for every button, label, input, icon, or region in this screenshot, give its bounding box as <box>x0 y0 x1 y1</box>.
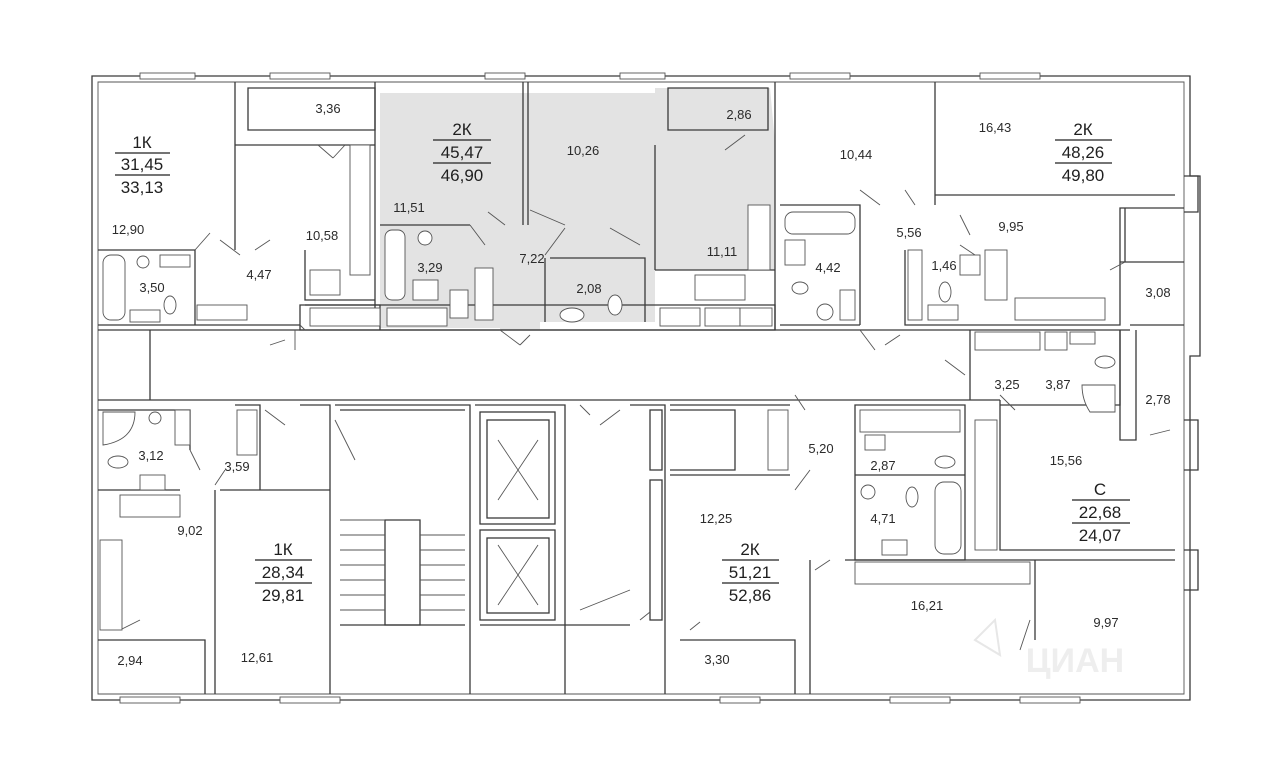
room-area-labels: 3,36 12,90 3,50 4,47 10,58 11,51 10,26 2… <box>112 101 1171 668</box>
room-area: 5,20 <box>808 441 833 456</box>
room-area: 11,51 <box>393 200 425 215</box>
room-area: 12,61 <box>241 650 274 665</box>
room-area: 9,02 <box>177 523 202 538</box>
room-area: 10,44 <box>840 147 873 162</box>
room-area: 16,43 <box>979 120 1012 135</box>
watermark: ЦИАН <box>973 617 1124 680</box>
room-area: 2,78 <box>1145 392 1170 407</box>
apt-total-area: 52,86 <box>729 586 772 605</box>
room-area: 10,26 <box>567 143 600 158</box>
apt-type: 2К <box>1073 120 1092 139</box>
room-area: 9,95 <box>998 219 1023 234</box>
room-area: 2,87 <box>870 458 895 473</box>
apartment-label-1: 1К 31,45 33,13 <box>115 133 170 197</box>
apt-total-area: 33,13 <box>121 178 164 197</box>
watermark-text: ЦИАН <box>1026 642 1124 680</box>
apartment-label-3: 2К 48,26 49,80 <box>1055 120 1112 185</box>
apt-total-area: 24,07 <box>1079 526 1122 545</box>
room-area: 2,86 <box>726 107 751 122</box>
room-area: 3,36 <box>315 101 340 116</box>
apt-type: С <box>1094 480 1106 499</box>
room-area: 12,25 <box>700 511 733 526</box>
room-area: 10,58 <box>306 228 339 243</box>
room-area: 7,22 <box>519 251 544 266</box>
apt-living-area: 45,47 <box>441 143 484 162</box>
apt-total-area: 49,80 <box>1062 166 1105 185</box>
room-area: 2,94 <box>117 653 142 668</box>
apartment-label-4: 1К 28,34 29,81 <box>255 540 312 605</box>
room-area: 3,29 <box>417 260 442 275</box>
room-area: 1,46 <box>931 258 956 273</box>
room-area: 16,21 <box>911 598 944 613</box>
room-area: 12,90 <box>112 222 145 237</box>
room-area: 4,47 <box>246 267 271 282</box>
apt-type: 1К <box>273 540 292 559</box>
room-area: 2,08 <box>576 281 601 296</box>
fixtures <box>99 144 1116 631</box>
apt-living-area: 51,21 <box>729 563 772 582</box>
apt-total-area: 46,90 <box>441 166 484 185</box>
window-markers <box>119 72 1081 704</box>
room-area: 3,87 <box>1045 377 1070 392</box>
apartment-label-2: 2К 45,47 46,90 <box>433 120 491 185</box>
apt-type: 1К <box>132 133 151 152</box>
apt-living-area: 28,34 <box>262 563 305 582</box>
apartment-label-5: 2К 51,21 52,86 <box>722 540 779 605</box>
room-area: 5,56 <box>896 225 921 240</box>
room-area: 9,97 <box>1093 615 1118 630</box>
room-area: 3,12 <box>138 448 163 463</box>
room-area: 3,25 <box>994 377 1019 392</box>
apt-type: 2К <box>452 120 471 139</box>
apt-type: 2К <box>740 540 759 559</box>
apt-total-area: 29,81 <box>262 586 305 605</box>
room-area: 3,59 <box>224 459 249 474</box>
apartment-label-6: С 22,68 24,07 <box>1072 480 1130 545</box>
room-area: 3,30 <box>704 652 729 667</box>
room-area: 4,71 <box>870 511 895 526</box>
door-swings <box>119 134 1171 651</box>
apt-living-area: 22,68 <box>1079 503 1122 522</box>
room-area: 11,11 <box>707 244 738 259</box>
apt-living-area: 31,45 <box>121 155 164 174</box>
apt-living-area: 48,26 <box>1062 143 1105 162</box>
room-area: 15,56 <box>1050 453 1083 468</box>
room-area: 3,08 <box>1145 285 1170 300</box>
room-area: 4,42 <box>815 260 840 275</box>
room-area: 3,50 <box>139 280 164 295</box>
